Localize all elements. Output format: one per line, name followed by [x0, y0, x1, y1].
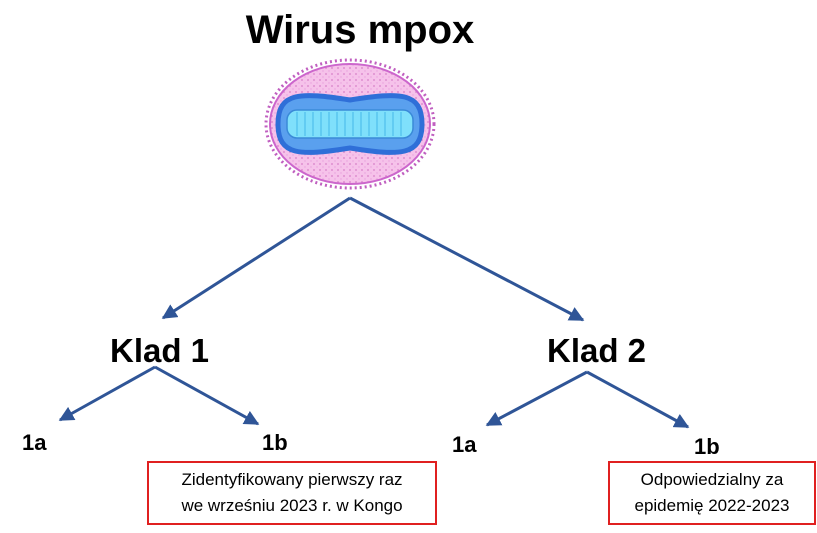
- note-line: we wrześniu 2023 r. w Kongo: [181, 496, 403, 515]
- arrow-to-klad2: [349, 196, 585, 322]
- note-line: epidemię 2022-2023: [634, 496, 790, 515]
- arrow-to-klad1: [161, 196, 351, 320]
- arrow-to-klad2-1a: [485, 370, 588, 427]
- clade-2-sub-1a: 1a: [452, 432, 477, 457]
- virus-dna: [286, 109, 414, 139]
- virus-illustration: [264, 58, 436, 190]
- clade-2-sub-1b: 1b: [694, 434, 720, 459]
- clade-1-label: Klad 1: [110, 332, 210, 369]
- clade-2-label: Klad 2: [547, 332, 647, 369]
- arrow-to-klad1-1a: [58, 365, 156, 422]
- arrow-to-klad2-1b: [586, 370, 690, 429]
- clade-2-1b-note: Odpowiedzialny za epidemię 2022-2023: [608, 461, 816, 525]
- note-line: Zidentyfikowany pierwszy raz: [181, 470, 403, 489]
- clade-1-sub-1a: 1a: [22, 430, 47, 455]
- diagram-title: Wirus mpox: [245, 8, 475, 52]
- clade-1-sub-1b: 1b: [262, 430, 288, 455]
- clade-1b-note: Zidentyfikowany pierwszy raz we wrześniu…: [147, 461, 437, 525]
- note-line: Odpowiedzialny za: [640, 470, 784, 489]
- arrow-to-klad1-1b: [154, 365, 260, 426]
